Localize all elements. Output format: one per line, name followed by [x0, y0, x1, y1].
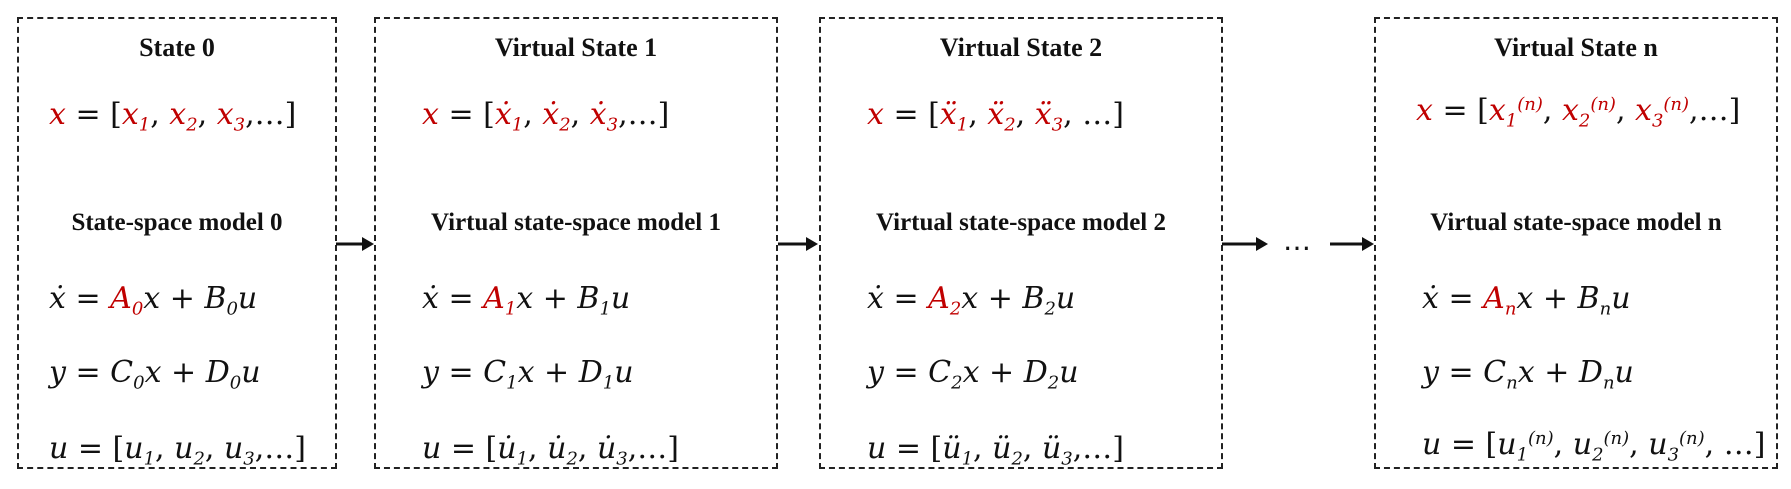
output-equation: y = C0x + D0u: [49, 355, 261, 394]
state-title: Virtual State 2: [939, 33, 1103, 62]
model-label: State-space model 0: [71, 209, 283, 236]
state-equation: ẋ = Anx + Bnu: [1422, 281, 1631, 320]
output-equation: y = C1x + D1u: [422, 355, 634, 394]
input-vector-equation: u = [ü1, ü2, ü3,…]: [867, 431, 1124, 470]
state-box-0: State 0 x = [x1, x2, x3,…] State-space m…: [17, 17, 337, 469]
arrow-0-to-1: [336, 237, 374, 251]
state-vector-equation: x = [ẍ1, ẍ2, ẍ3, …]: [867, 97, 1124, 136]
arrow-ellipsis-to-n: [1330, 237, 1374, 251]
model-label: Virtual state-space model 1: [431, 209, 721, 236]
state-equation: ẋ = A0x + B0u: [49, 281, 258, 320]
arrow-1-to-2: [778, 237, 818, 251]
model-label: Virtual state-space model n: [1430, 209, 1722, 236]
state-equation: ẋ = A1x + B1u: [422, 281, 631, 320]
state-box-1: Virtual State 1 x = [ẋ1, ẋ2, ẋ3,…] Virtu…: [374, 17, 778, 469]
state-title: Virtual State 1: [494, 33, 658, 62]
state-equation: ẋ = A2x + B2u: [867, 281, 1076, 320]
output-equation: y = C2x + D2u: [867, 355, 1079, 394]
state-vector-equation: x = [x1, x2, x3,…]: [49, 97, 297, 136]
state-title: Virtual State n: [1494, 33, 1658, 62]
state-vector-equation: x = [ẋ1, ẋ2, ẋ3,…]: [422, 97, 670, 136]
arrow-2-to-ellipsis: [1222, 237, 1268, 251]
input-vector-equation: u = [u1, u2, u3,…]: [49, 431, 306, 470]
state-title: State 0: [139, 33, 215, 62]
model-label: Virtual state-space model 2: [876, 209, 1166, 236]
ellipsis: …: [1283, 224, 1311, 257]
state-box-2: Virtual State 2 x = [ẍ1, ẍ2, ẍ3, …] Virt…: [819, 17, 1223, 469]
input-vector-equation: u = [u1(n), u2(n), u3(n), …]: [1422, 427, 1766, 466]
output-equation: y = Cnx + Dnu: [1422, 355, 1634, 394]
input-vector-equation: u = [u̇1, u̇2, u̇3,…]: [422, 431, 679, 470]
state-vector-equation: x = [x1(n), x2(n), x3(n),…]: [1416, 93, 1741, 132]
state-box-n: Virtual State n x = [x1(n), x2(n), x3(n)…: [1374, 17, 1778, 469]
